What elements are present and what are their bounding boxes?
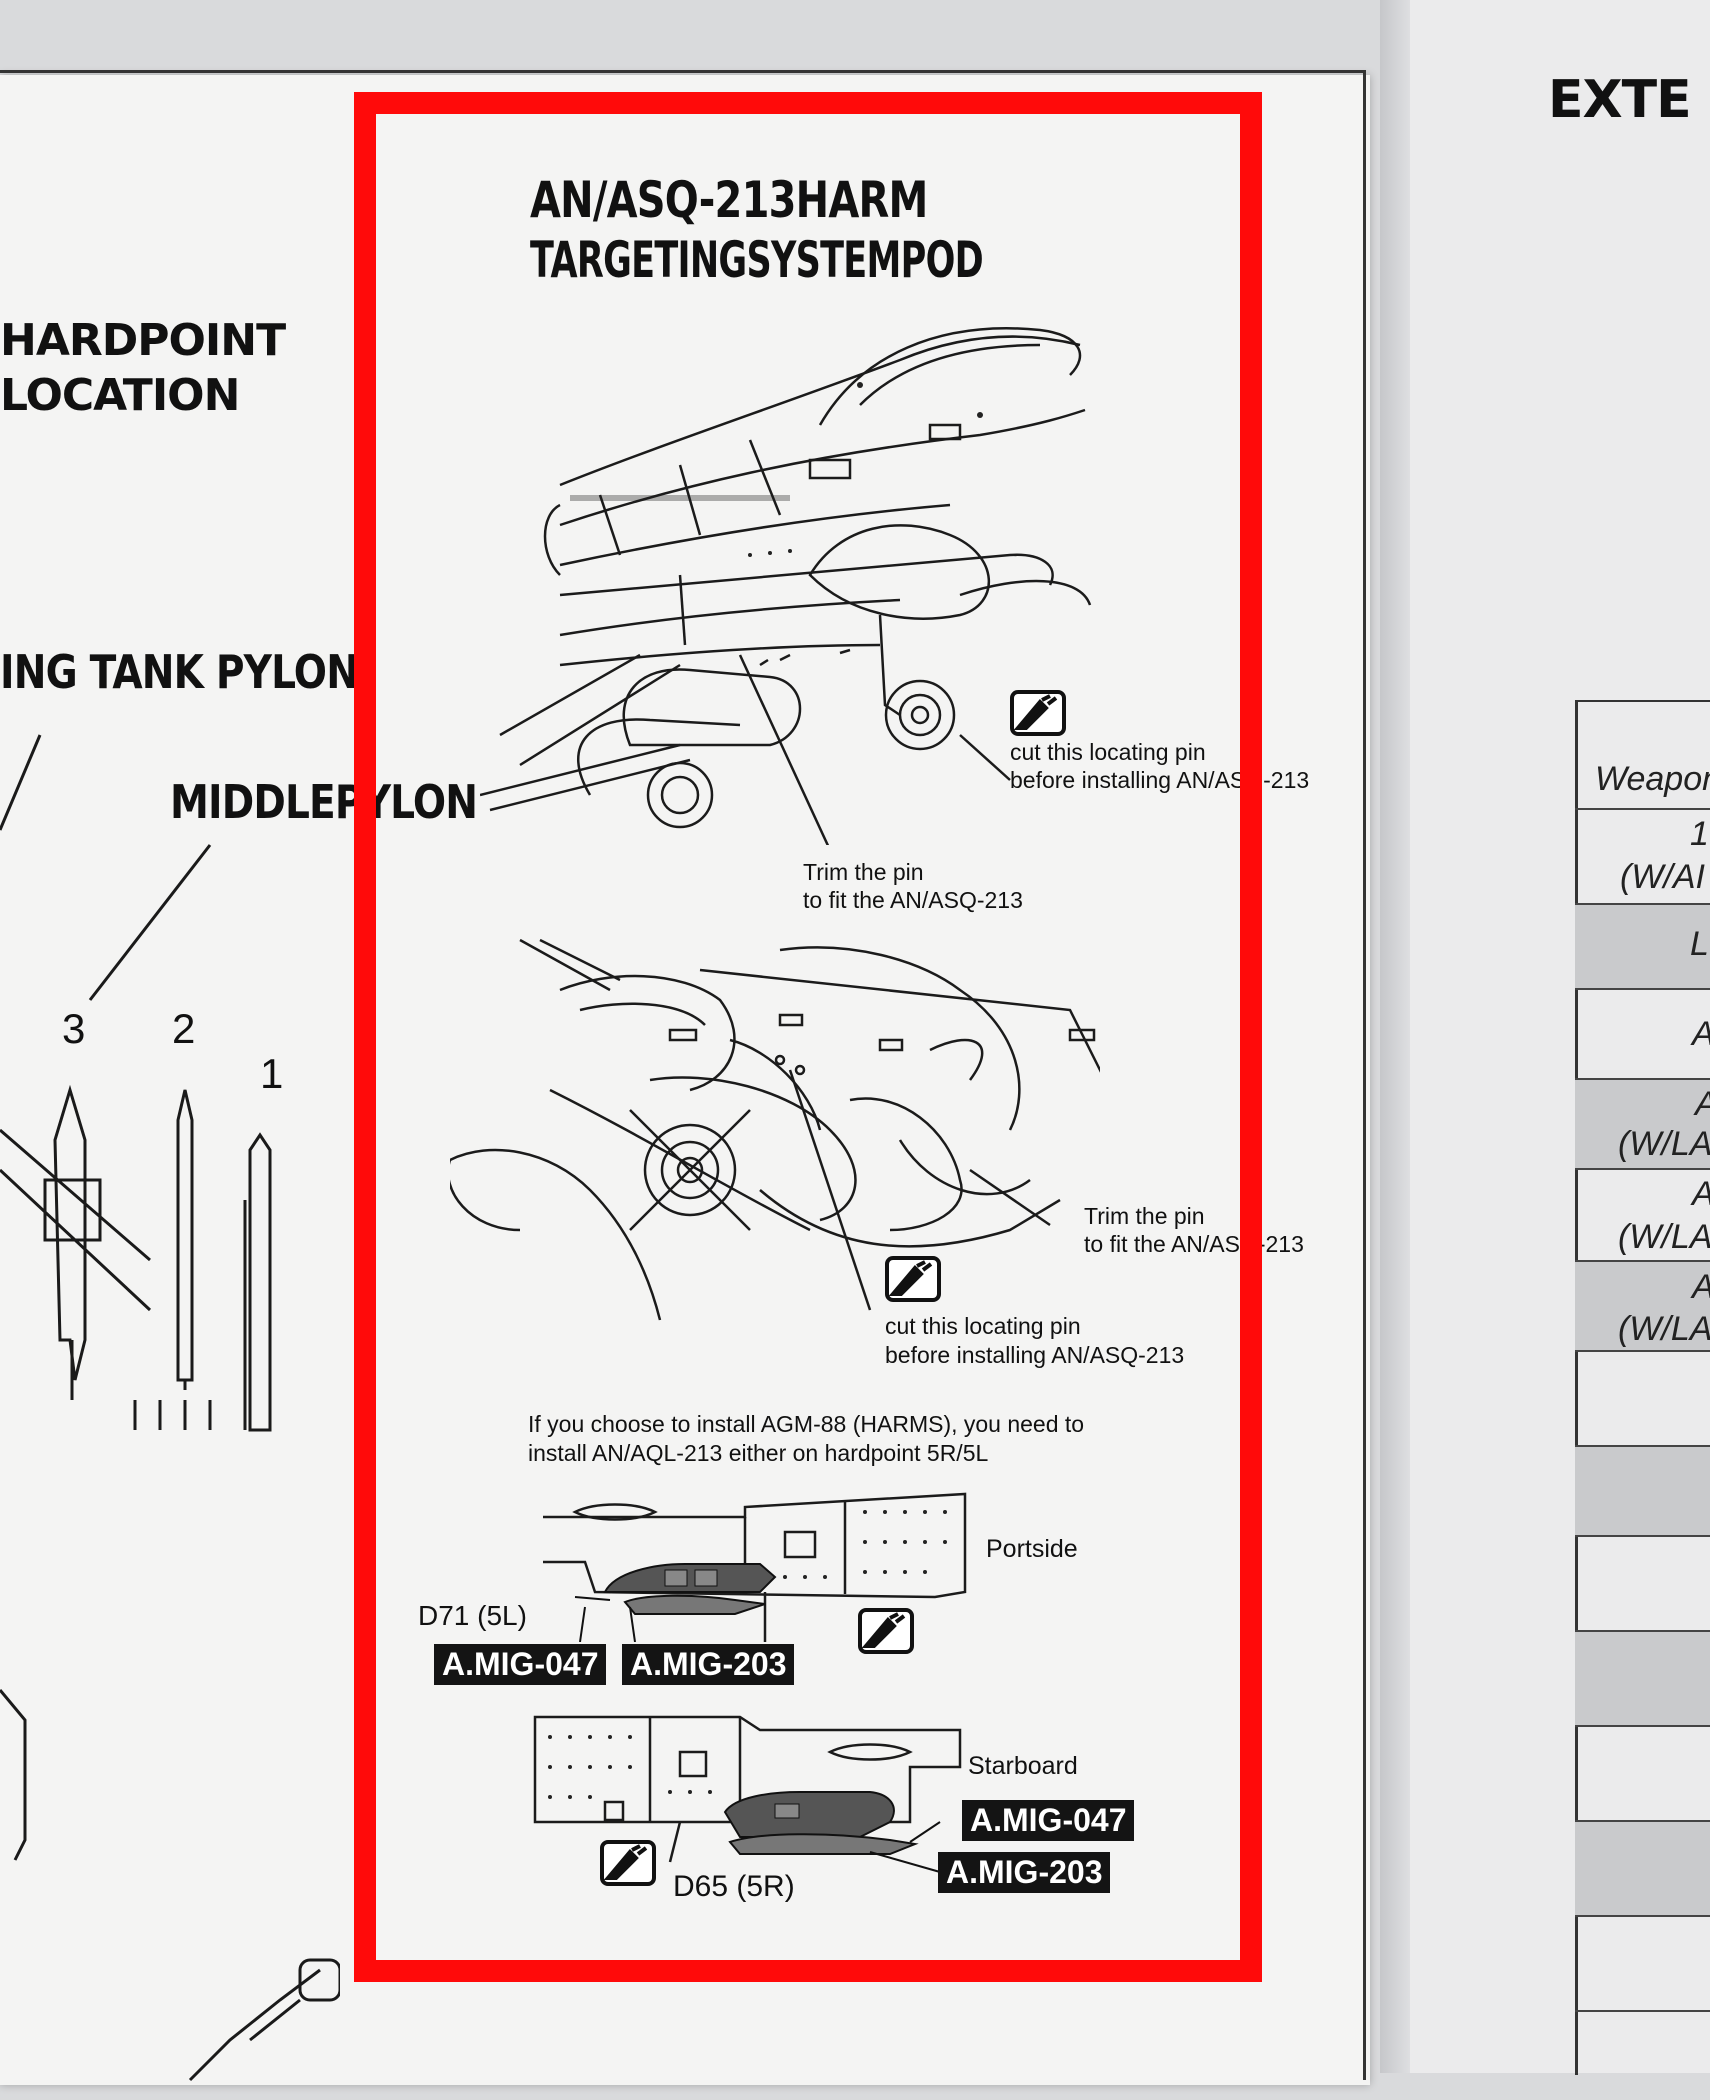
cut-tool-icon [858,1608,914,1654]
external-stores-heading: EXTE [1548,70,1692,130]
table-header-row [1575,700,1710,810]
table-cell: (W/AI [1620,858,1705,896]
table-row [1575,905,1710,990]
starboard-label: Starboard [968,1752,1078,1780]
table-row [1575,1917,1710,2012]
instruction-sheet [0,75,1370,2085]
pod-title-line-1: AN/ASQ-213HARM [530,171,928,229]
table-cell: L [1690,925,1709,963]
pod-title-line-2: TARGETINGSYSTEMPOD [530,231,984,289]
portside-label: Portside [986,1535,1078,1563]
starboard-decal: D65 (5R) [673,1870,795,1903]
portside-decal: D71 (5L) [418,1600,527,1631]
aircraft-intake-drawing [480,327,1092,845]
table-row [1575,1727,1710,1822]
cut-tool-icon [885,1256,941,1302]
callout-cut-pin-mid-2: before installing AN/ASQ-213 [885,1342,1185,1368]
red-highlight-box [354,92,1262,1982]
callout-trim-top: Trim the pin [803,859,924,885]
table-row [1575,990,1710,1080]
table-cell: A [1695,1085,1710,1124]
page-frame [0,70,1366,2080]
portside-paint-mig-047: A.MIG-047 [434,1644,607,1685]
table-row [1575,1537,1710,1632]
table-row [1575,1822,1710,1917]
tank-pylon-label: ING TANK PYLON [0,645,359,699]
aircraft-underside-drawing [450,938,1100,1321]
table-header-weapon: Weapon [1595,760,1710,798]
table-cell: (W/LA [1618,1125,1710,1163]
harm-note-line-1: If you choose to install AGM-88 (HARMS),… [528,1411,1085,1437]
table-row [1575,1632,1710,1727]
table-cell: A [1692,1015,1710,1054]
table-cell: A [1692,1268,1710,1307]
harm-note-line-2: install AN/AQL-213 either on hardpoint 5… [528,1440,989,1466]
table-row [1575,1080,1710,1170]
table-row [1575,810,1710,905]
adjacent-sheet [1410,0,1710,2073]
table-row [1575,1447,1710,1537]
pylon-number-3: 3 [62,1005,86,1052]
table-row [1575,1352,1710,1447]
pylon-number-2: 2 [172,1005,196,1052]
portside-paint-mig-203: A.MIG-203 [622,1644,795,1685]
starboard-paint-mig-203: A.MIG-203 [938,1852,1111,1893]
callout-trim-mid-2: to fit the AN/ASQ-213 [1084,1231,1304,1257]
table-row [1575,1170,1710,1262]
starboard-pylon-drawing [533,1715,962,1873]
table-cell: (W/LA [1618,1218,1710,1256]
table-cell: 1 [1690,815,1709,853]
portside-pylon-drawing [543,1492,967,1642]
callout-cut-pin-top: cut this locating pin [1010,739,1206,765]
hardpoint-heading-1: HARDPOINT [0,315,286,366]
cut-tool-icon [600,1840,656,1886]
table-cell: (W/LA [1618,1310,1710,1348]
weapons-table [1575,700,1710,2075]
pylon-weapons-drawing [0,734,340,2082]
callout-trim-top-2: to fit the AN/ASQ-213 [803,887,1023,913]
pylon-number-1: 1 [260,1050,284,1097]
table-row [1575,1262,1710,1352]
callout-cut-pin-mid: cut this locating pin [885,1313,1081,1339]
table-cell: A [1692,1175,1710,1214]
cut-tool-icon [1010,690,1066,736]
starboard-paint-mig-047: A.MIG-047 [962,1800,1135,1841]
middle-pylon-label: MIDDLEPYLON [170,775,478,829]
callout-trim-mid: Trim the pin [1084,1203,1205,1229]
hardpoint-heading-2: LOCATION [0,370,240,421]
